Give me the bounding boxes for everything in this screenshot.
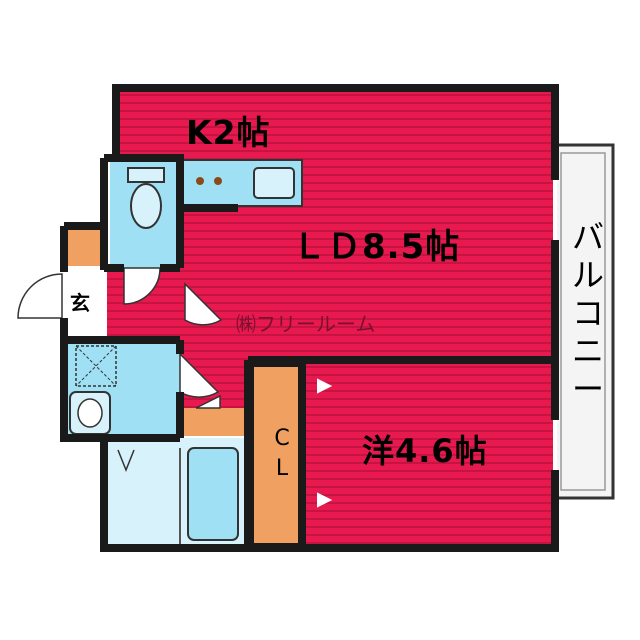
- stove-icon: [196, 177, 222, 185]
- walls: [60, 84, 559, 552]
- shoe-box: [64, 230, 104, 266]
- kitchen-label: K2帖: [186, 113, 271, 152]
- entrance: [62, 270, 107, 340]
- storage: [184, 408, 244, 436]
- toilet-icon: [127, 167, 165, 229]
- sink-icon: [253, 167, 295, 199]
- washer-pan-icon: [75, 345, 117, 387]
- closet-label: CL: [274, 426, 290, 481]
- western-room-label: 洋4.6帖: [362, 432, 488, 470]
- western-room: [302, 362, 555, 547]
- washbasin-icon: [69, 391, 111, 435]
- bathtub-icon: [187, 447, 239, 541]
- living-dining-label: ＬＤ8.5帖: [292, 227, 461, 267]
- entrance-label: 玄: [70, 291, 90, 315]
- balcony-label: バルコニー: [571, 218, 604, 408]
- free-room-label: ㈱フリールーム: [236, 312, 376, 336]
